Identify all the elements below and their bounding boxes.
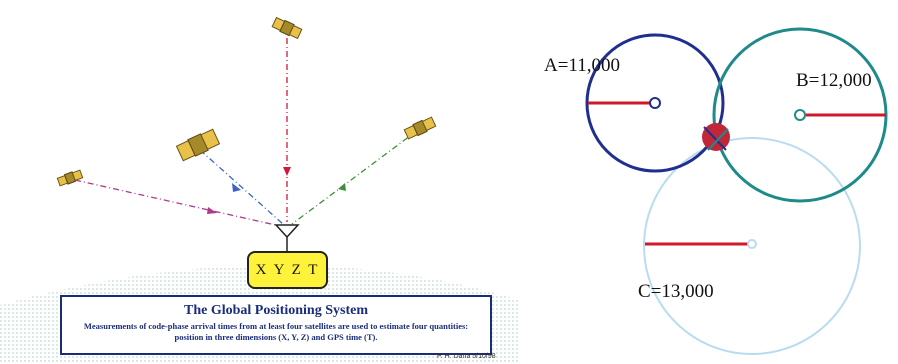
receiver-label: X Y Z T: [247, 251, 328, 289]
ray-left: [74, 179, 281, 227]
ray-right: [291, 129, 419, 225]
antenna-icon: [274, 224, 300, 252]
satellite-icon-right: [403, 116, 437, 140]
center-c: [747, 239, 757, 249]
label-a: A=11,000: [544, 55, 620, 76]
label-b: B=12,000: [796, 70, 872, 91]
ray-right-arrow: [338, 183, 346, 191]
center-a: [649, 97, 661, 109]
ray-upper-left-arrow: [232, 183, 241, 192]
credit-text: P. H. Dana 5/10/98: [437, 353, 496, 360]
caption-title: The Global Positioning System: [184, 303, 368, 318]
intersection-mark-b: [707, 128, 729, 151]
ray-vertical-arrow: [283, 167, 291, 176]
ray-left-arrow: [207, 207, 217, 214]
satellite-icon-upper-left: [175, 128, 221, 162]
caption-box: The Global Positioning System Measuremen…: [60, 295, 492, 355]
caption-description: Measurements of code-phase arrival times…: [83, 321, 469, 342]
satellite-icon-top: [271, 16, 303, 40]
satellite-icon-left: [56, 169, 84, 187]
circle-c: [643, 137, 861, 355]
intersection-marker: [702, 123, 730, 151]
center-b: [794, 109, 806, 121]
circle-a: [585, 33, 725, 173]
ray-upper-left: [199, 149, 284, 225]
label-c: C=13,000: [638, 281, 714, 302]
intersection-mark-a: [703, 126, 727, 151]
